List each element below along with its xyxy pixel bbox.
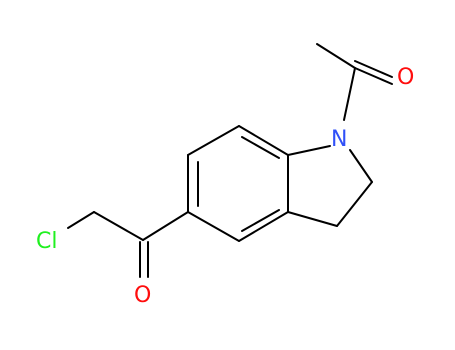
atom-labels: O N Cl O	[36, 65, 414, 308]
bond-n-c7a	[287, 145, 331, 156]
oxygen-acetyl-label: O	[397, 65, 414, 90]
bond-ch2-c3a	[287, 211, 338, 227]
bond-c7-c6	[187, 125, 240, 156]
chlorine-label: Cl	[36, 229, 57, 254]
bond-c5-ketone	[142, 211, 189, 241]
bond-c7a-c7	[238, 125, 289, 156]
bond-inner-c4-c3a	[241, 209, 280, 232]
bond-c4-c3a	[238, 211, 289, 242]
bond-n-ch2	[349, 149, 373, 183]
bond-ch2-cl	[67, 211, 95, 229]
bond-inner-c7-c7a	[241, 136, 280, 159]
bond-carbonyl-n	[343, 67, 356, 121]
bonds	[67, 43, 393, 278]
bond-methyl-carbonyl	[316, 43, 356, 69]
nitrogen-label: N	[331, 127, 347, 152]
oxygen-ketone-label: O	[134, 283, 151, 308]
bond-ketone-ch2	[93, 211, 144, 241]
bond-c5-c4	[187, 211, 240, 242]
bond-ch2-ch2	[336, 181, 373, 227]
bond-carbonyl-o-b	[354, 60, 393, 78]
bond-carbonyl-o-a	[354, 67, 393, 85]
